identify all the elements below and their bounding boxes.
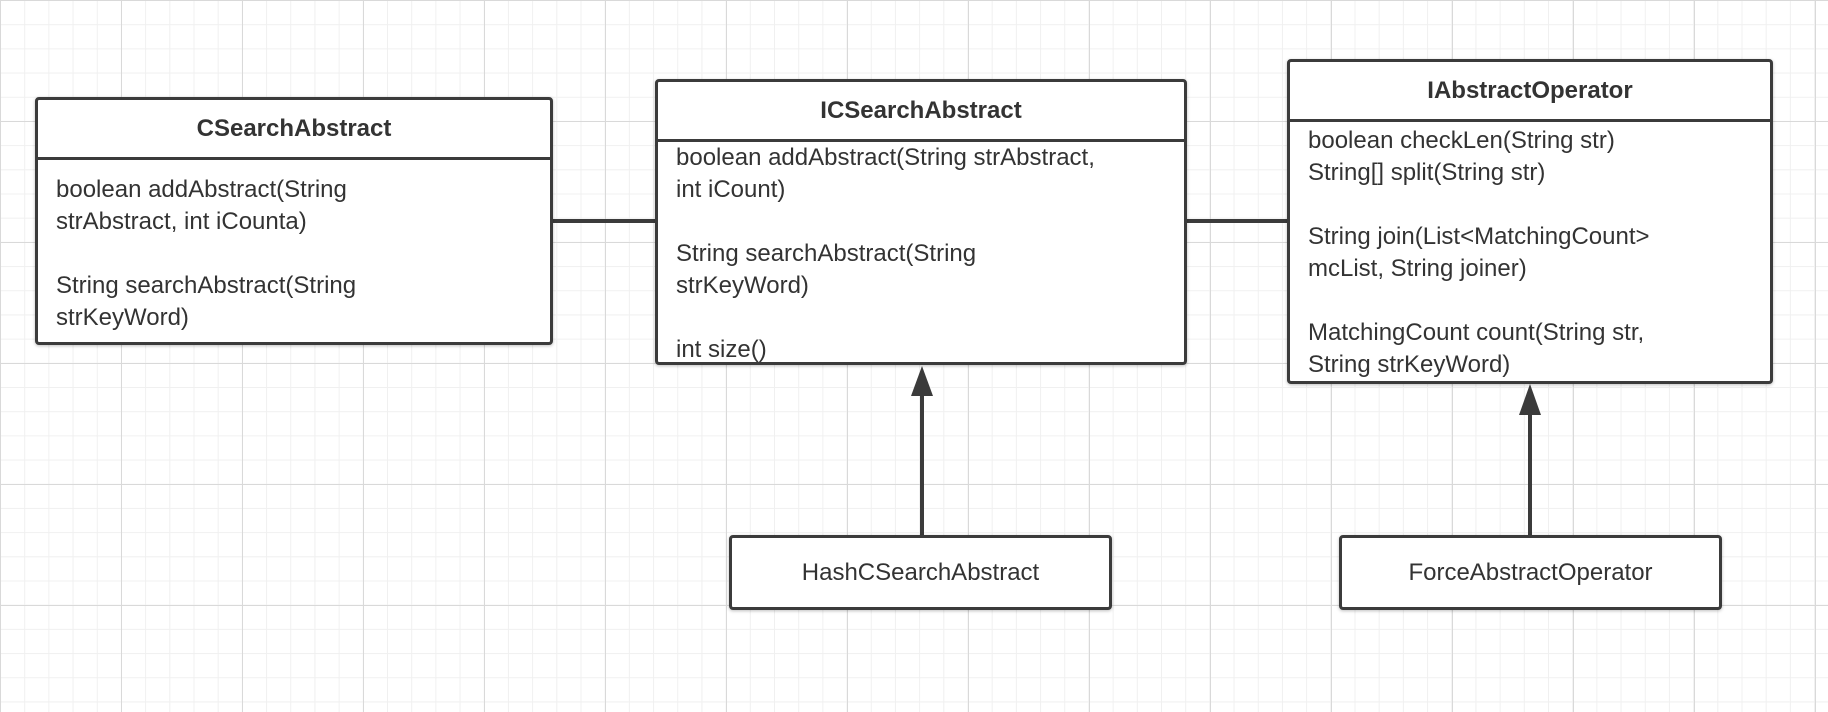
inheritance-arrowhead-icsearch (911, 366, 933, 396)
class-force-abstract-operator[interactable]: ForceAbstractOperator (1339, 535, 1722, 610)
class-members-csearch-abstract: boolean addAbstract(String strAbstract, … (56, 176, 357, 331)
class-name-iabstract-operator: IAbstractOperator (1290, 62, 1770, 122)
inheritance-arrowhead-ioperator (1519, 384, 1541, 415)
class-csearch-abstract[interactable]: CSearchAbstract boolean addAbstract(Stri… (35, 97, 553, 345)
class-iabstract-operator[interactable]: IAbstractOperator boolean checkLen(Strin… (1287, 59, 1773, 384)
class-name-csearch-abstract: CSearchAbstract (38, 100, 550, 160)
class-members-icsearch-abstract: boolean addAbstract(String strAbstract, … (676, 144, 1095, 363)
class-members-iabstract-operator: boolean checkLen(String str) String[] sp… (1308, 127, 1650, 378)
class-hash-csearch-abstract[interactable]: HashCSearchAbstract (729, 535, 1112, 610)
class-icsearch-abstract[interactable]: ICSearchAbstract boolean addAbstract(Str… (655, 79, 1187, 365)
class-name-icsearch-abstract: ICSearchAbstract (658, 82, 1184, 142)
